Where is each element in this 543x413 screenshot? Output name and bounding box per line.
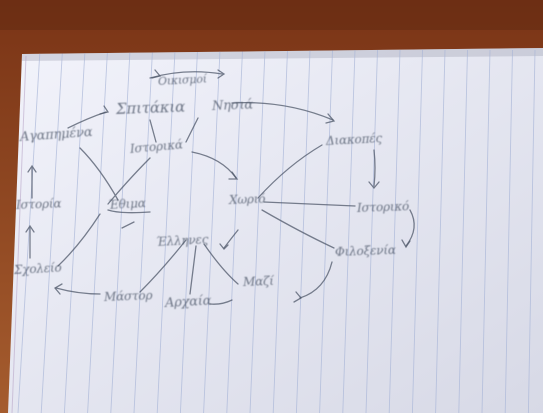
mindmap-word: Διακοπές (326, 132, 383, 147)
mindmap-word: Σπιτάκια (116, 100, 186, 117)
mindmap-word: Έλληνες (156, 233, 209, 248)
mindmap-word: Μαζί (243, 275, 274, 288)
mindmap-word: Ιστορία (16, 197, 62, 211)
mindmap-word: Μάστορ (104, 289, 153, 303)
mindmap-word: Ιστορικό (357, 200, 409, 214)
mindmap-word: Σχολείο (14, 262, 62, 276)
desk-glare (0, 0, 543, 30)
mindmap-word: Χωριό (229, 193, 266, 206)
mindmap-word: Νησιά (212, 99, 253, 113)
mindmap-word: Έθιμα (108, 197, 146, 211)
mindmap-word: Αρχαία (165, 295, 212, 310)
mindmap-word: Φιλοξενία (335, 244, 396, 258)
mindmap-word: Οικισμοί (158, 73, 207, 87)
